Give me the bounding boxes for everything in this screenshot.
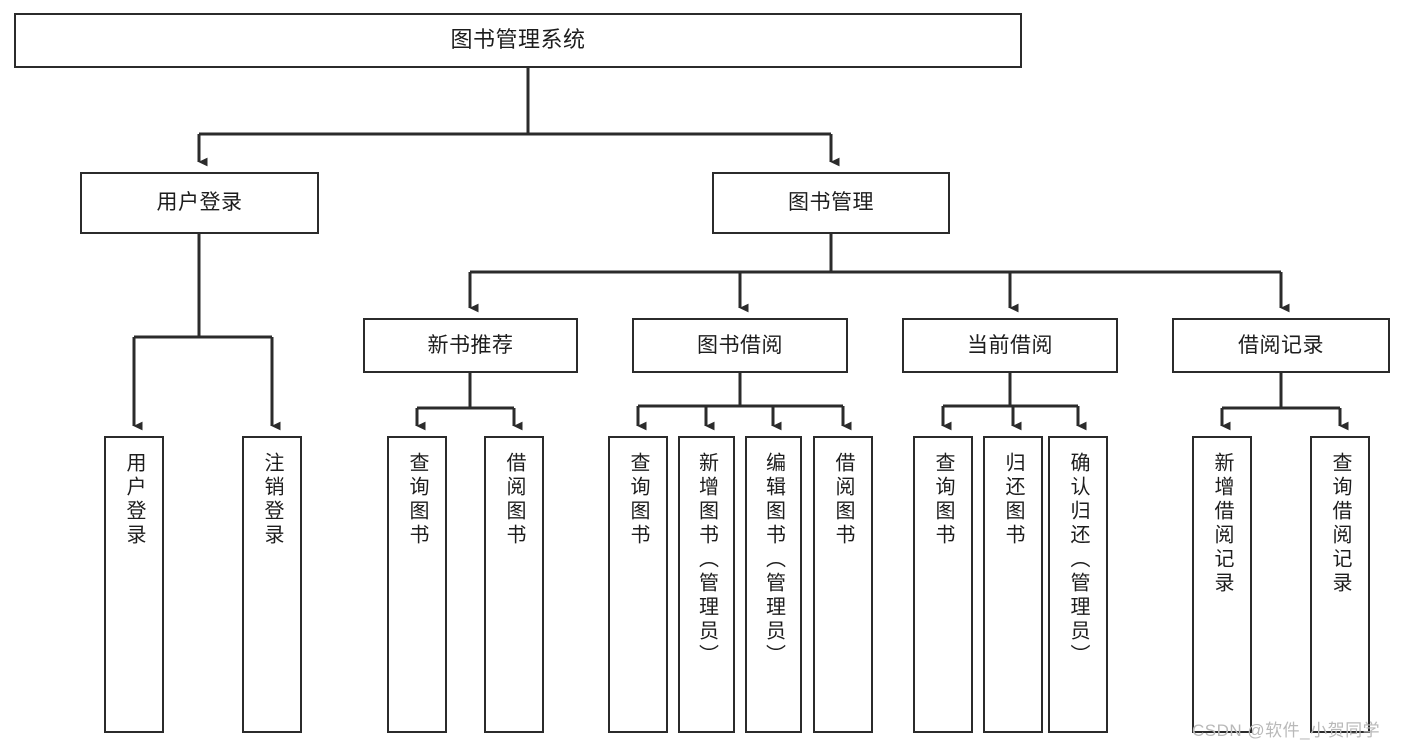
node-book-manage-label: 图书管理 <box>788 191 874 215</box>
node-leaf-user-login[interactable]: 用户登录 <box>104 436 164 733</box>
node-leaf-edit-book[interactable]: 编辑图书（管理员） <box>745 436 802 733</box>
node-leaf-return-book[interactable]: 归还图书 <box>983 436 1043 733</box>
node-leaf-query-book-1-label: 查询图书 <box>406 452 428 548</box>
node-leaf-borrow-book-2[interactable]: 借阅图书 <box>813 436 873 733</box>
node-borrow-record[interactable]: 借阅记录 <box>1172 318 1390 373</box>
node-leaf-query-book-2-label: 查询图书 <box>627 452 649 548</box>
node-new-book-recommend-label: 新书推荐 <box>427 333 514 357</box>
node-leaf-query-book-3-label: 查询图书 <box>932 452 954 548</box>
node-leaf-query-book-2[interactable]: 查询图书 <box>608 436 668 733</box>
node-book-borrow-label: 图书借阅 <box>697 333 783 357</box>
node-root-label: 图书管理系统 <box>450 27 586 53</box>
node-leaf-borrow-book-1-label: 借阅图书 <box>503 452 525 548</box>
node-book-manage[interactable]: 图书管理 <box>712 172 950 234</box>
node-current-borrow[interactable]: 当前借阅 <box>902 318 1118 373</box>
node-leaf-borrow-book-2-label: 借阅图书 <box>832 452 854 548</box>
node-new-book-recommend[interactable]: 新书推荐 <box>363 318 578 373</box>
node-leaf-add-record-label: 新增借阅记录 <box>1211 452 1233 596</box>
node-leaf-add-record[interactable]: 新增借阅记录 <box>1192 436 1252 733</box>
node-leaf-query-record[interactable]: 查询借阅记录 <box>1310 436 1370 733</box>
node-root[interactable]: 图书管理系统 <box>14 13 1022 68</box>
node-leaf-add-book[interactable]: 新增图书（管理员） <box>678 436 735 733</box>
node-leaf-borrow-book-1[interactable]: 借阅图书 <box>484 436 544 733</box>
node-leaf-logout-label: 注销登录 <box>261 452 283 548</box>
node-leaf-confirm-return-label: 确认归还（管理员） <box>1067 452 1089 668</box>
node-book-borrow[interactable]: 图书借阅 <box>632 318 848 373</box>
csdn-watermark: CSDN @软件_小贺同学 <box>1192 721 1381 740</box>
node-leaf-edit-book-label: 编辑图书（管理员） <box>762 452 785 668</box>
node-leaf-add-book-label: 新增图书（管理员） <box>695 452 718 668</box>
node-borrow-record-label: 借阅记录 <box>1238 333 1324 357</box>
node-leaf-query-record-label: 查询借阅记录 <box>1329 452 1351 596</box>
node-leaf-user-login-label: 用户登录 <box>123 452 145 548</box>
node-leaf-query-book-3[interactable]: 查询图书 <box>913 436 973 733</box>
node-leaf-return-book-label: 归还图书 <box>1002 452 1024 548</box>
node-leaf-query-book-1[interactable]: 查询图书 <box>387 436 447 733</box>
node-current-borrow-label: 当前借阅 <box>967 333 1053 357</box>
node-leaf-confirm-return[interactable]: 确认归还（管理员） <box>1048 436 1108 733</box>
node-leaf-logout[interactable]: 注销登录 <box>242 436 302 733</box>
node-user-login[interactable]: 用户登录 <box>80 172 319 234</box>
node-user-login-label: 用户登录 <box>156 191 243 215</box>
